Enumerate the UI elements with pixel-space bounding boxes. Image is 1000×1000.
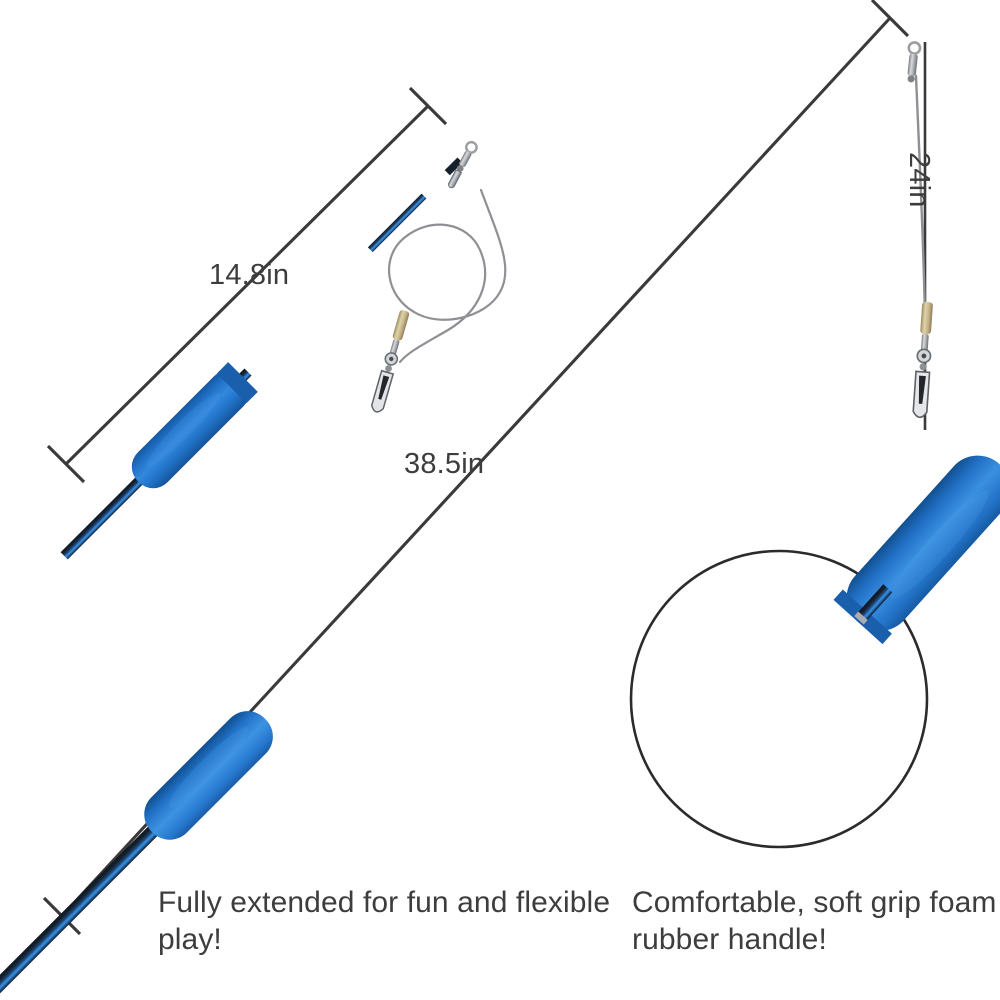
wand-extended — [0, 711, 273, 1000]
wand-extended-foam-handle — [144, 711, 273, 840]
hanging-string — [914, 74, 927, 324]
wand-retracted-string — [388, 188, 507, 364]
inset-pole-stub — [854, 584, 893, 625]
wand-retracted-swivel-clip — [447, 140, 478, 189]
dimension-line-14-8in — [46, 86, 448, 484]
caption-soft-grip-handle: Comfortable, soft grip foam rubber handl… — [632, 886, 997, 956]
dimension-label-38-5in: 38.5in — [404, 448, 485, 480]
dimension-label-14-8in: 14.8in — [209, 259, 290, 291]
wand-extended-pole — [0, 819, 165, 1000]
dimension-label-24in: 24in — [903, 152, 935, 208]
string-assembly — [907, 41, 933, 419]
wand-retracted-string-clip — [370, 310, 410, 413]
wand-retracted-foam-handle — [131, 362, 258, 489]
caption-fully-extended: Fully extended for fun and flexible play… — [158, 886, 611, 956]
inset-circle-outline — [629, 549, 929, 849]
wand-retracted — [60, 140, 507, 560]
extended-wand-swivel — [907, 41, 922, 83]
handle-closeup-inset — [629, 455, 1000, 849]
string-end-clip — [912, 301, 933, 419]
